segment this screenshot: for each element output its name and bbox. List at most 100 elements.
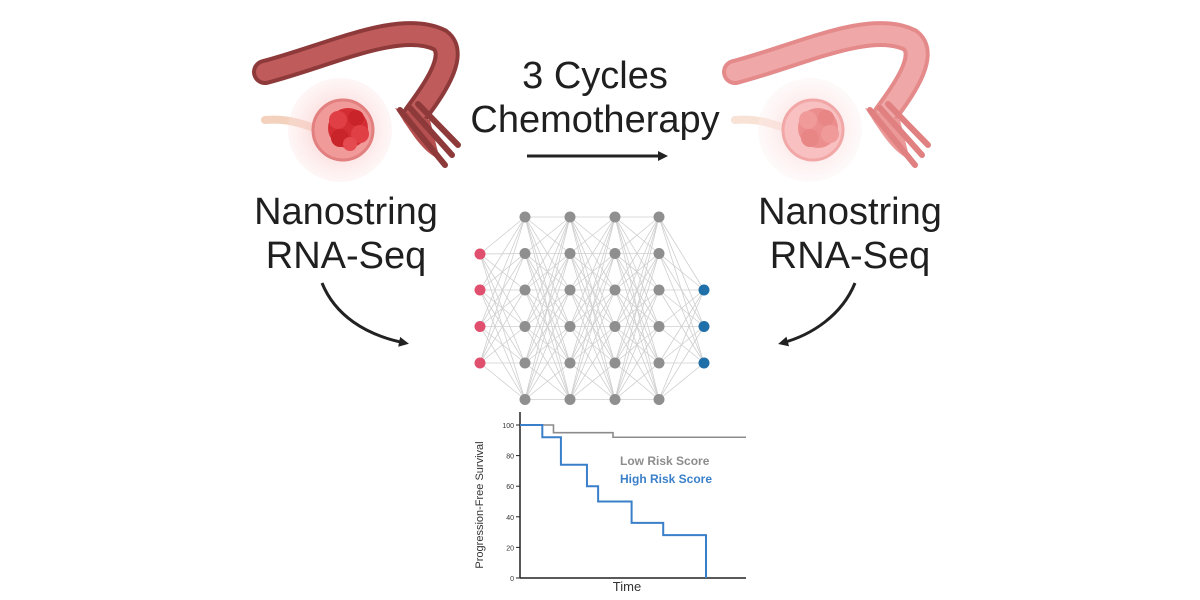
hidden-node xyxy=(519,284,531,296)
ovary-tumor-illustration-left xyxy=(252,21,461,182)
network-edge xyxy=(524,253,571,400)
network-edge xyxy=(658,289,705,327)
network-edge xyxy=(524,216,571,254)
hidden-node xyxy=(609,394,621,405)
assay-right-line-2: RNA-Seq xyxy=(769,235,931,277)
hidden-node xyxy=(519,357,531,369)
output-node xyxy=(698,321,710,332)
hidden-node xyxy=(653,211,665,223)
network-edge xyxy=(614,326,660,400)
network-edge xyxy=(479,289,526,364)
network-edge xyxy=(524,326,571,400)
network-edge xyxy=(614,216,660,327)
y-tick-label: 20 xyxy=(506,545,514,552)
hidden-node xyxy=(519,248,531,259)
hidden-node xyxy=(653,357,665,369)
network-edge xyxy=(479,216,526,291)
network-edge xyxy=(569,216,616,364)
network-edge xyxy=(479,216,526,327)
hidden-node xyxy=(653,321,665,332)
network-edge xyxy=(569,216,616,327)
hidden-node xyxy=(609,211,621,223)
y-tick-label: 0 xyxy=(510,576,514,583)
assay-right-line-1: Nanostring xyxy=(758,191,942,233)
chart-y-label: Progression-Free Survival xyxy=(474,441,486,568)
network-edge xyxy=(524,216,571,327)
hidden-node xyxy=(653,248,665,259)
hidden-node xyxy=(519,211,531,223)
hidden-node xyxy=(609,248,621,259)
network-edge xyxy=(658,289,705,364)
network-edge xyxy=(614,253,660,400)
network-edge xyxy=(614,216,660,400)
network-edge xyxy=(614,216,660,254)
hidden-node xyxy=(653,284,665,296)
hidden-node xyxy=(609,357,621,369)
network-edge xyxy=(524,289,571,400)
network-edge xyxy=(479,216,526,364)
network-edge xyxy=(614,362,660,400)
network-edge xyxy=(479,216,526,255)
output-node xyxy=(698,357,710,369)
hidden-node xyxy=(564,321,576,332)
hidden-node xyxy=(564,248,576,259)
tumor-mass-left xyxy=(328,108,369,151)
network-edge xyxy=(524,216,571,291)
hidden-node xyxy=(609,284,621,296)
network-edges xyxy=(479,216,705,400)
y-tick-label: 80 xyxy=(506,454,514,461)
tumor-mass-right xyxy=(798,108,839,148)
network-edge xyxy=(524,362,571,400)
network-edge xyxy=(569,253,616,400)
treatment-line-1: 3 Cycles xyxy=(522,55,668,97)
assay-label-right: Nanostring RNA-Seq xyxy=(740,190,960,278)
network-edge xyxy=(658,216,705,291)
hidden-node xyxy=(564,284,576,296)
input-node xyxy=(474,284,486,296)
network-edge xyxy=(658,289,705,400)
y-tick-label: 40 xyxy=(506,515,514,522)
network-edge xyxy=(569,216,616,254)
assay-left-line-1: Nanostring xyxy=(254,191,438,233)
network-edge xyxy=(614,216,660,291)
network-edge xyxy=(569,362,616,400)
high-risk-curve xyxy=(520,424,707,578)
network-edge xyxy=(614,289,660,400)
chart-x-label: Time xyxy=(613,579,641,594)
treatment-label: 3 Cycles Chemotherapy xyxy=(455,54,735,142)
y-tick-label: 60 xyxy=(506,484,514,491)
network-edge xyxy=(479,362,526,400)
network-edge xyxy=(479,326,526,364)
hidden-node xyxy=(564,211,576,223)
hidden-node xyxy=(564,394,576,405)
network-edge xyxy=(524,216,571,364)
right-to-model-arrow xyxy=(778,282,857,347)
network-edge xyxy=(569,216,616,400)
network-edge xyxy=(524,216,571,400)
legend-high-risk: High Risk Score xyxy=(620,472,712,486)
network-edge xyxy=(479,253,526,364)
hidden-node xyxy=(609,321,621,332)
assay-label-left: Nanostring RNA-Seq xyxy=(236,190,456,278)
hidden-node xyxy=(519,394,531,405)
input-node xyxy=(474,321,486,332)
input-node xyxy=(474,357,486,369)
hidden-node xyxy=(519,321,531,332)
hidden-node xyxy=(564,357,576,369)
y-tick-label: 100 xyxy=(502,423,514,430)
assay-left-line-2: RNA-Seq xyxy=(265,235,427,277)
network-edge xyxy=(569,326,616,400)
neural-network xyxy=(474,211,710,405)
network-edge xyxy=(614,216,660,364)
network-edge xyxy=(569,289,616,400)
treatment-line-2: Chemotherapy xyxy=(470,99,720,141)
network-edge xyxy=(658,362,705,400)
network-edge xyxy=(658,326,705,400)
input-node xyxy=(474,248,486,260)
ovary-tumor-illustration-right xyxy=(722,21,931,182)
left-to-model-arrow xyxy=(320,282,409,347)
low-risk-curve xyxy=(520,424,746,439)
hidden-node xyxy=(653,394,665,405)
